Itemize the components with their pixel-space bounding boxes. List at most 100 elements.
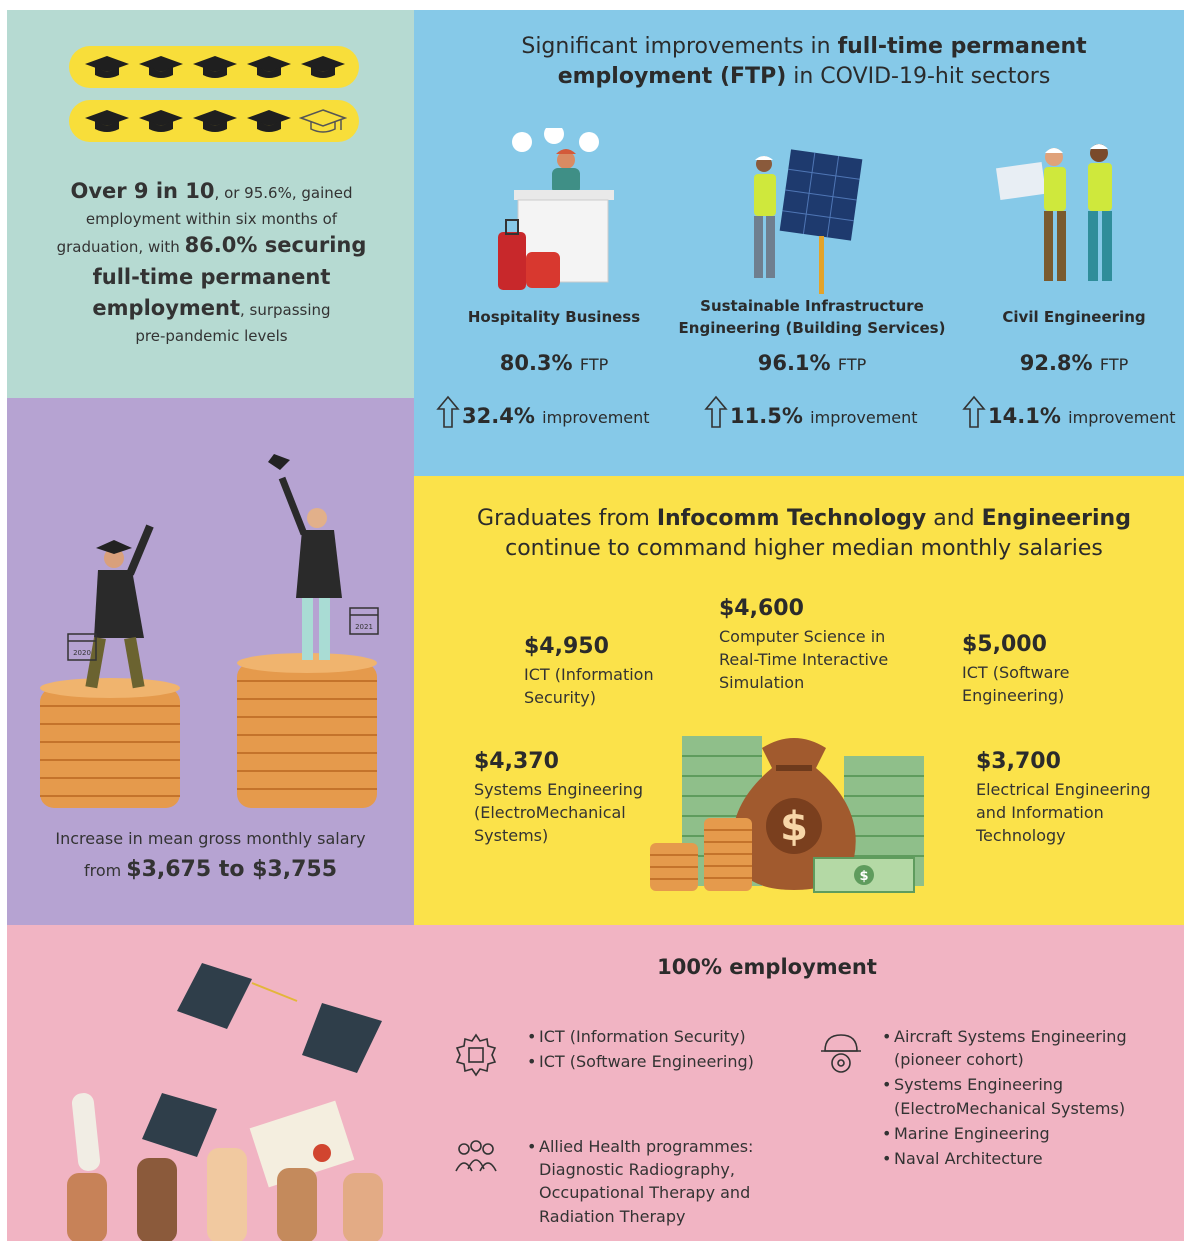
line5-rest: , surpassing <box>240 301 331 319</box>
full-employment-panel: 100% employment ICT (Information Securit… <box>7 925 1184 1241</box>
title-bold1: full-time permanent <box>837 34 1087 59</box>
ftp-title: Significant improvements in full-time pe… <box>454 32 1154 91</box>
salary-amount: $5,000 <box>962 632 1047 657</box>
coin-stack-left <box>40 678 180 808</box>
line1-rest: , or 95.6%, gained <box>214 184 353 202</box>
sector-name-line1: Sustainable Infrastructure <box>700 296 924 315</box>
title-part1: Graduates from <box>477 506 657 531</box>
civil-engineers-illustration <box>995 144 1112 281</box>
line3-bold: 86.0% securing <box>184 233 367 257</box>
salary-label-line3: Systems) <box>474 826 549 846</box>
arrow-up-icon <box>704 395 728 428</box>
graduation-cap-icon <box>247 56 291 78</box>
svg-text:$: $ <box>859 869 868 884</box>
health-line4: Radiation Therapy <box>539 1206 686 1226</box>
sector-name-line2: Engineering (Building Services) <box>678 319 946 337</box>
salary-amount: $4,600 <box>719 596 804 621</box>
ftp-unit: FTP <box>579 355 609 374</box>
ftp-panel: Significant improvements in full-time pe… <box>414 10 1184 476</box>
salary-systems-eng: $4,370 Systems Engineering (ElectroMecha… <box>474 746 643 847</box>
arrow-up-icon <box>436 395 460 428</box>
title-line2: continue to command higher median monthl… <box>505 535 1103 561</box>
title-bold2: Engineering <box>981 506 1131 531</box>
salary-amount: $3,700 <box>976 749 1061 774</box>
list-item: Aircraft Systems Engineering(pioneer coh… <box>882 1025 1127 1071</box>
title-part2: in COVID-19-hit sectors <box>786 63 1051 89</box>
graduation-cap-icon <box>302 1003 382 1073</box>
graduation-cap-outline-icon <box>299 109 347 133</box>
eng-item1-line2: (pioneer cohort) <box>894 1050 1024 1070</box>
health-line2: Diagnostic Radiography, <box>539 1160 735 1180</box>
improvement-value: 14.1% <box>988 404 1061 428</box>
salary-cs-realtime: $4,600 Computer Science in Real-Time Int… <box>719 593 888 694</box>
salary-amount: $4,370 <box>474 749 559 774</box>
salary-label-line2: Real-Time Interactive <box>719 650 889 670</box>
mean-salary-statement: Increase in mean gross monthly salary fr… <box>27 826 394 887</box>
allied-health-list: Allied Health programmes: Diagnostic Rad… <box>527 1135 753 1230</box>
list-item: ICT (Software Engineering) <box>527 1050 754 1073</box>
solar-panel-worker-illustration <box>754 149 863 294</box>
salary-electrical-eng: $3,700 Electrical Engineering and Inform… <box>976 746 1151 847</box>
salary-amount: $4,950 <box>524 634 609 659</box>
graduation-cap-icon <box>142 1093 217 1157</box>
improvement-value: 11.5% <box>730 404 803 428</box>
line6: pre-pandemic levels <box>135 326 288 345</box>
eng-item2-line1: Systems Engineering <box>894 1075 1064 1095</box>
coin-stack-right <box>237 653 377 808</box>
salary-label-line1: Electrical Engineering <box>976 779 1151 799</box>
ftp-unit: FTP <box>837 355 867 374</box>
list-item: ICT (Information Security) <box>527 1025 754 1048</box>
health-line1: Allied Health programmes: <box>539 1137 754 1156</box>
improvement-value: 32.4% <box>462 404 535 428</box>
health-line3: Occupational Therapy and <box>539 1183 751 1203</box>
title-bold2: employment (FTP) <box>557 63 787 89</box>
ict-list: ICT (Information Security) ICT (Software… <box>527 1025 754 1075</box>
salary-label-line2: and Information <box>976 803 1104 823</box>
salary-label-line1: Computer Science in <box>719 626 886 646</box>
mean-salary-line2-start: from <box>83 860 127 880</box>
full-employment-title: 100% employment <box>657 955 877 979</box>
graduation-cap-icon <box>85 110 129 132</box>
salary-label-line3: Technology <box>976 826 1066 846</box>
ftp-unit: FTP <box>1099 355 1129 374</box>
title-part1: Significant improvements in <box>521 34 838 59</box>
improvement-civil-engineering: 14.1% improvement <box>962 395 1176 429</box>
improvement-label: improvement <box>542 408 650 427</box>
salary-ict-software: $5,000 ICT (Software Engineering) <box>962 629 1070 707</box>
salary-label-line3: Simulation <box>719 673 805 693</box>
sector-hospitality: Hospitality Business 80.3% FTP <box>429 293 679 375</box>
list-item: Allied Health programmes: Diagnostic Rad… <box>527 1135 753 1228</box>
improvement-label: improvement <box>1068 408 1176 427</box>
eng-item2-line2: (ElectroMechanical Systems) <box>894 1098 1126 1118</box>
sector-name: Hospitality Business <box>467 307 641 326</box>
svg-text:$: $ <box>780 804 808 850</box>
mean-salary-panel: 2020 2021 Increase in mean gross monthly… <box>7 398 414 925</box>
employment-statement: Over 9 in 10, or 95.6%, gained employmen… <box>29 176 394 347</box>
graduation-cap-icon <box>139 110 183 132</box>
improvement-sustainable-infrastructure: 11.5% improvement <box>704 395 918 429</box>
title-bold1: Infocomm Technology <box>656 506 927 531</box>
list-item: Marine Engineering <box>882 1122 1127 1145</box>
graduation-cap-icon <box>177 963 252 1029</box>
caps-row-1 <box>69 46 359 88</box>
calendar-icon <box>349 607 379 635</box>
graduation-cap-icon <box>247 110 291 132</box>
mean-salary-range: $3,675 to $3,755 <box>126 856 338 882</box>
calendar-icon <box>67 633 97 661</box>
calendar-year-left: 2020 <box>73 649 91 657</box>
list-item: Naval Architecture <box>882 1147 1127 1170</box>
engineering-list: Aircraft Systems Engineering(pioneer coh… <box>882 1025 1127 1172</box>
mean-salary-line1: Increase in mean gross monthly salary <box>55 829 366 848</box>
ftp-value: 96.1% <box>757 351 831 375</box>
caps-row-2 <box>69 100 359 142</box>
graduation-cap-icon <box>139 56 183 78</box>
circuit-gear-icon <box>455 1033 497 1077</box>
calendar-year-right: 2021 <box>355 623 373 631</box>
graduation-cap-icon <box>193 110 237 132</box>
employment-rate-panel: Over 9 in 10, or 95.6%, gained employmen… <box>7 10 414 398</box>
salary-label-line1: Systems Engineering <box>474 779 644 799</box>
sector-civil-engineering: Civil Engineering 92.8% FTP <box>949 293 1184 375</box>
salary-label-line2: (ElectroMechanical <box>474 803 626 823</box>
